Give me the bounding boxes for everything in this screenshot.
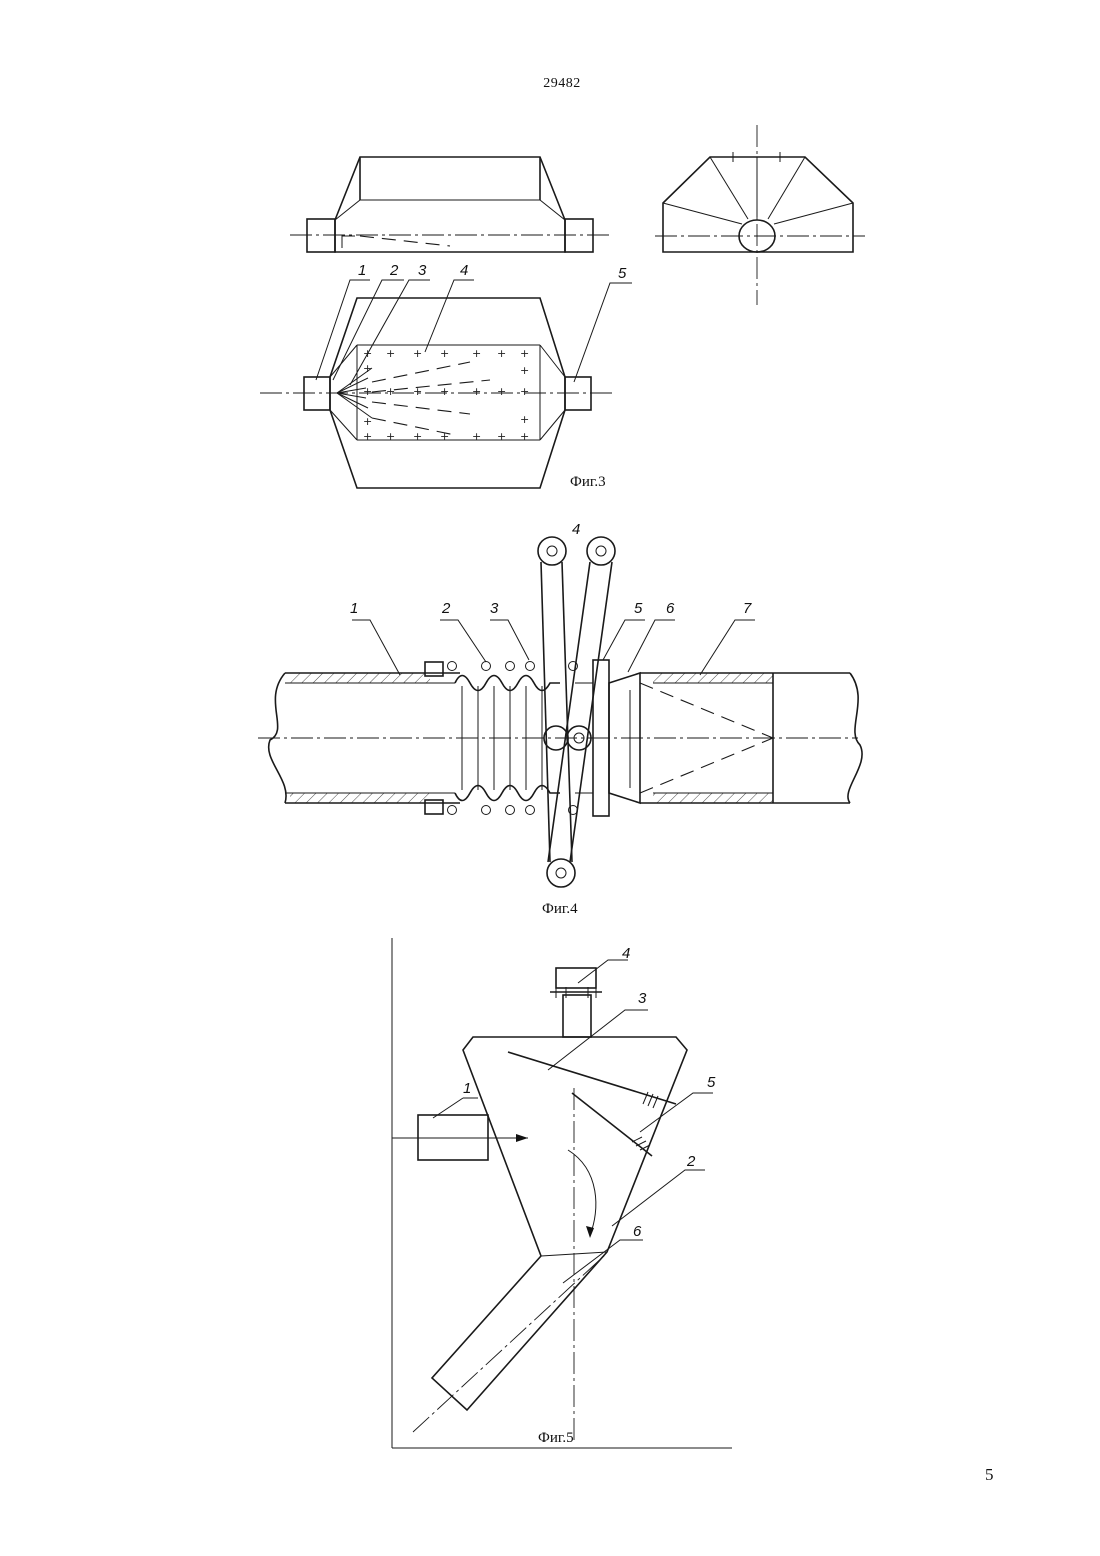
svg-text:+: + bbox=[386, 347, 395, 360]
svg-text:+: + bbox=[386, 430, 395, 443]
svg-text:+: + bbox=[520, 347, 529, 360]
figure-5: 1 2 3 4 5 6 Фиг.5 bbox=[392, 938, 732, 1448]
fig4-label-4: 4 bbox=[572, 521, 580, 538]
fig3-plan-view: +++ ++++ ++ +++ ++++ ++ +++ ++++ 1 2 3 4… bbox=[260, 262, 632, 488]
svg-text:+: + bbox=[363, 362, 372, 375]
svg-text:+: + bbox=[363, 415, 372, 428]
svg-text:+: + bbox=[472, 385, 481, 398]
svg-text:+: + bbox=[472, 347, 481, 360]
svg-text:+: + bbox=[363, 385, 372, 398]
fig3-end-view bbox=[655, 125, 865, 305]
svg-text:+: + bbox=[386, 385, 395, 398]
fig4-label-7: 7 bbox=[743, 600, 752, 617]
fig4-label-5: 5 bbox=[634, 600, 643, 617]
svg-text:+: + bbox=[472, 430, 481, 443]
fig5-label-2: 2 bbox=[686, 1153, 696, 1170]
svg-text:+: + bbox=[520, 364, 529, 377]
fig3-side-view bbox=[290, 157, 610, 252]
svg-text:+: + bbox=[497, 430, 506, 443]
svg-text:+: + bbox=[363, 430, 372, 443]
svg-text:+: + bbox=[413, 347, 422, 360]
fig3-label-2: 2 bbox=[389, 262, 399, 279]
fig4-label-1: 1 bbox=[350, 600, 358, 617]
fig5-label-6: 6 bbox=[633, 1223, 642, 1240]
svg-text:+: + bbox=[440, 385, 449, 398]
svg-text:+: + bbox=[497, 347, 506, 360]
fig4-caption: Фиг.4 bbox=[542, 901, 578, 917]
fig4-label-6: 6 bbox=[666, 600, 675, 617]
fig3-label-5: 5 bbox=[618, 265, 627, 282]
svg-text:+: + bbox=[497, 385, 506, 398]
svg-text:+: + bbox=[520, 430, 529, 443]
fig4-label-3: 3 bbox=[490, 600, 499, 617]
svg-text:+: + bbox=[413, 430, 422, 443]
figure-3: +++ ++++ ++ +++ ++++ ++ +++ ++++ 1 2 3 4… bbox=[260, 125, 865, 490]
fig3-label-3: 3 bbox=[418, 262, 427, 279]
fig5-label-4: 4 bbox=[622, 945, 630, 962]
fig5-label-5: 5 bbox=[707, 1074, 716, 1091]
fig3-caption: Фиг.3 bbox=[570, 474, 606, 490]
svg-text:+: + bbox=[440, 347, 449, 360]
fig5-caption: Фиг.5 bbox=[538, 1430, 574, 1446]
fig4-label-2: 2 bbox=[441, 600, 451, 617]
svg-text:+: + bbox=[440, 430, 449, 443]
fig5-label-1: 1 bbox=[463, 1080, 471, 1097]
svg-text:+: + bbox=[520, 413, 529, 426]
figure-4: 1 2 3 4 5 6 7 Фиг.4 bbox=[258, 521, 862, 917]
svg-text:+: + bbox=[520, 385, 529, 398]
fig3-label-4: 4 bbox=[460, 262, 468, 279]
fig3-label-1: 1 bbox=[358, 262, 366, 279]
fig5-label-3: 3 bbox=[638, 990, 647, 1007]
svg-text:+: + bbox=[413, 385, 422, 398]
